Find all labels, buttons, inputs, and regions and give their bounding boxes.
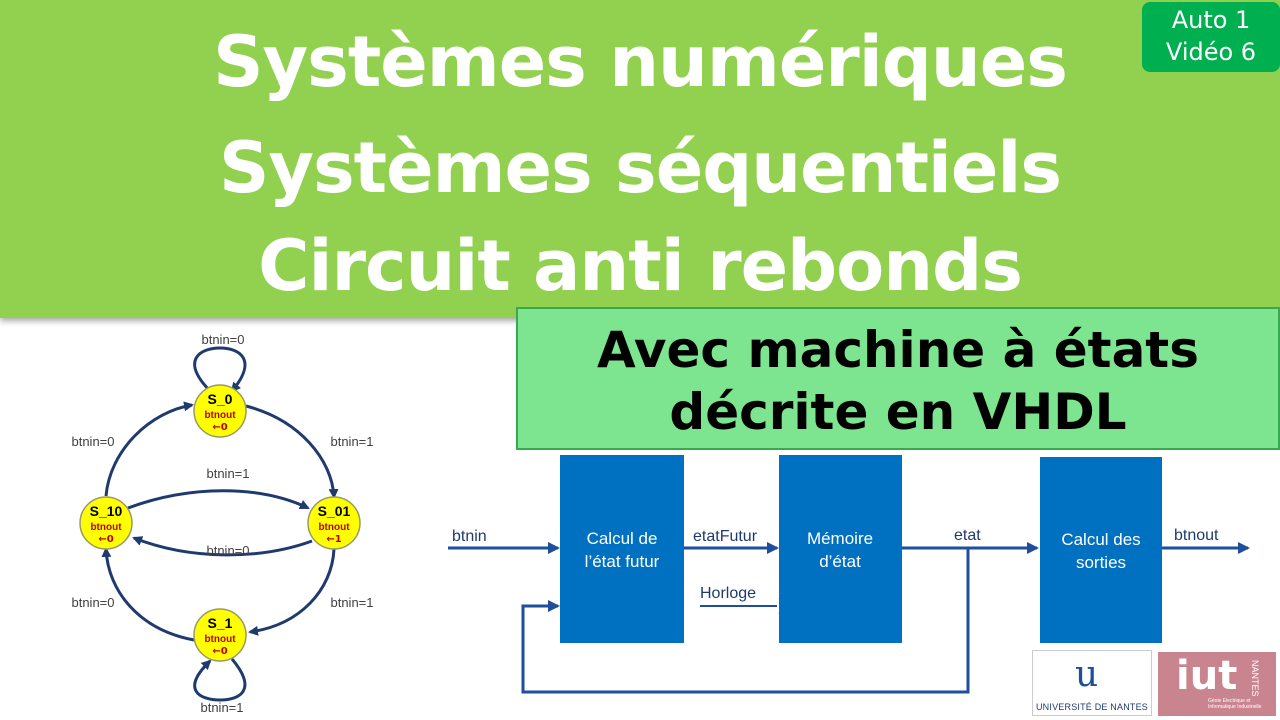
- label-s1-self: btnin=1: [200, 700, 243, 715]
- state-s10-output: btnout: [90, 522, 122, 533]
- transition-s10-to-s0: [104, 401, 194, 497]
- state-s01-output: btnout: [318, 522, 350, 533]
- label-s0-self: btnin=0: [201, 332, 244, 347]
- transition-s0-to-s01: [245, 404, 339, 499]
- state-s10-id: S_10: [90, 503, 123, 519]
- episode-badge: Auto 1 Vidéo 6: [1142, 2, 1280, 72]
- badge-line-2: Vidéo 6: [1165, 38, 1257, 66]
- state-s10-assignment: ←0: [98, 534, 113, 545]
- subtitle-line-1: Avec machine à états: [597, 321, 1199, 379]
- label-s01-to-s10: btnin=0: [206, 543, 249, 558]
- subtitle-line-2: décrite en VHDL: [669, 383, 1127, 441]
- iut-subtitle: Génie Electrique et Informatique Industr…: [1208, 698, 1262, 710]
- block-state-memory: [779, 455, 902, 643]
- universite-name: UNIVERSITÉ DE NANTES: [1035, 702, 1149, 712]
- state-s1: S_1 btnout ←0: [193, 608, 247, 662]
- block-memory-line-1: Mémoire: [807, 529, 873, 548]
- title-banner: Systèmes numériques Systèmes séquentiels…: [0, 0, 1280, 318]
- block-next-state-logic: [560, 455, 684, 643]
- title-line-2: Systèmes séquentiels: [218, 127, 1062, 209]
- state-s10: S_10 btnout ←0: [79, 496, 133, 550]
- state-s01: S_01 btnout ←1: [307, 496, 361, 550]
- signal-btnout-label: btnout: [1174, 527, 1219, 544]
- signal-horloge-label: Horloge: [700, 585, 756, 602]
- state-s01-id: S_01: [318, 503, 351, 519]
- transition-s01-to-s10: [132, 536, 313, 557]
- block-diagram: Calcul de l’état futur Mémoire d’état Ca…: [448, 455, 1250, 694]
- block-memory-line-2: d’état: [819, 552, 861, 571]
- label-s01-to-s1: btnin=1: [330, 595, 373, 610]
- label-s1-to-s10: btnin=0: [71, 595, 114, 610]
- label-s0-to-s01: btnin=1: [330, 434, 373, 449]
- block-next-state-line-1: Calcul de: [587, 529, 658, 548]
- iut-mark: iut: [1176, 653, 1238, 699]
- subtitle-box: Avec machine à états décrite en VHDL: [516, 307, 1280, 450]
- transition-s1-to-s10: [101, 547, 195, 642]
- title-line-1: Systèmes numériques: [213, 21, 1068, 103]
- state-s1-assignment: ←0: [212, 646, 227, 657]
- signal-btnin-label: btnin: [452, 528, 487, 545]
- transition-s01-to-s1: [248, 548, 336, 636]
- transition-s0-self: [193, 346, 247, 393]
- state-s1-output: btnout: [204, 634, 236, 645]
- transition-s10-to-s01: [127, 489, 310, 510]
- iut-nantes-logo: iut NANTES Génie Electrique et Informati…: [1158, 652, 1276, 716]
- universite-mark: u: [1075, 654, 1099, 695]
- state-machine: S_0 btnout ←0 S_01 btnout ←1 S_1 btnout …: [71, 332, 373, 715]
- state-s0: S_0 btnout ←0: [193, 384, 247, 438]
- transition-s1-self: [193, 658, 247, 702]
- state-s0-id: S_0: [208, 391, 233, 407]
- block-output-logic: [1040, 457, 1162, 643]
- title-line-3: Circuit anti rebonds: [258, 225, 1023, 307]
- block-output-line-2: sorties: [1076, 553, 1126, 572]
- state-s0-assignment: ←0: [212, 422, 227, 433]
- state-s01-assignment: ←1: [326, 534, 341, 545]
- label-s10-to-s01: btnin=1: [206, 466, 249, 481]
- block-output-line-1: Calcul des: [1061, 530, 1140, 549]
- signal-etatfutur-label: etatFutur: [693, 528, 758, 545]
- block-next-state-line-2: l’état futur: [585, 552, 660, 571]
- signal-etat-label: etat: [954, 527, 981, 544]
- universite-nantes-logo: u UNIVERSITÉ DE NANTES: [1032, 650, 1152, 716]
- state-s1-id: S_1: [208, 615, 233, 631]
- iut-side-text: NANTES: [1250, 660, 1260, 697]
- label-s10-to-s0: btnin=0: [71, 434, 114, 449]
- state-s0-output: btnout: [204, 410, 236, 421]
- wire-feedback: [521, 548, 970, 694]
- badge-line-1: Auto 1: [1171, 6, 1251, 34]
